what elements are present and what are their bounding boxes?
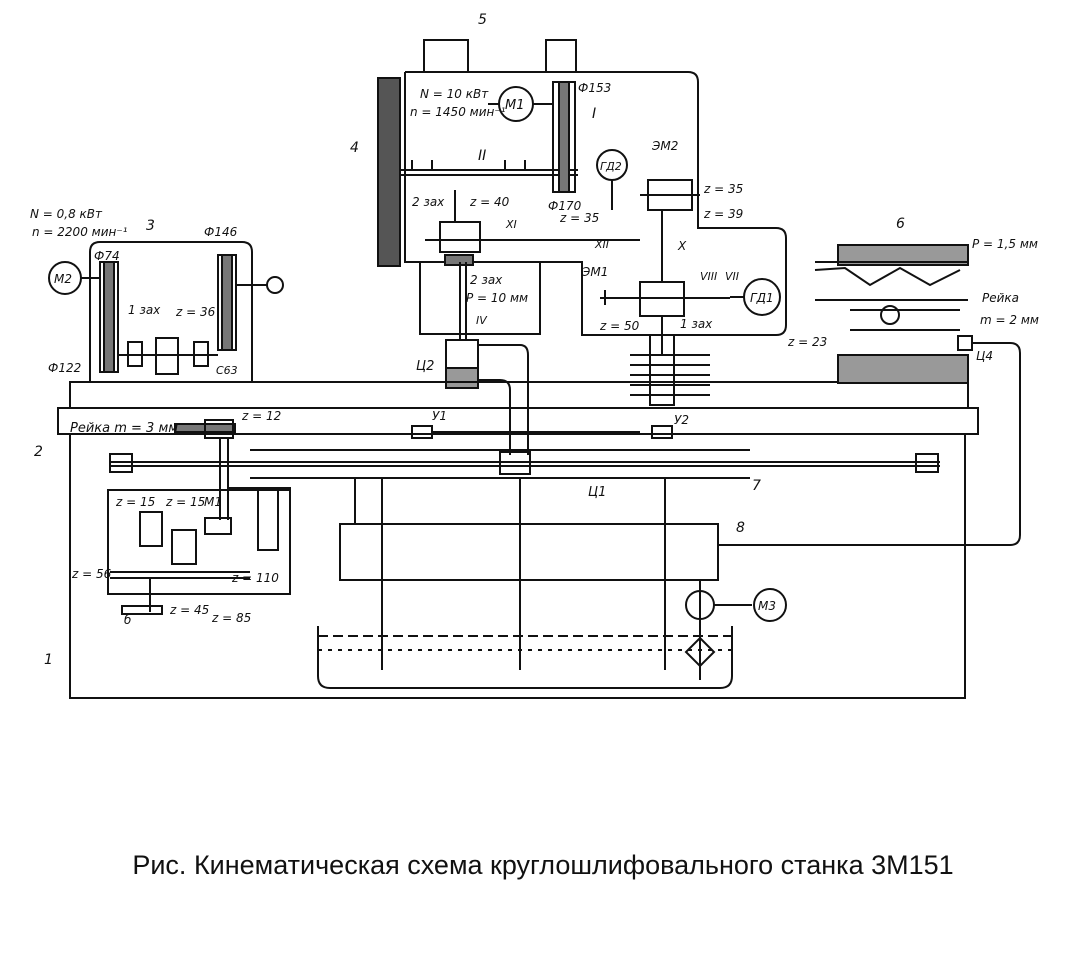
valve-u1 <box>411 425 433 439</box>
shaft-VII: VII <box>725 270 739 283</box>
wheelhead-housing <box>404 39 787 336</box>
label-z12: z = 12 <box>241 409 281 423</box>
wheelhead-feed-gears <box>425 190 640 266</box>
label-z1zah: 1 зах <box>680 317 713 331</box>
table-rack-label: Рейка m = 3 мм <box>70 421 178 436</box>
tailstock <box>718 244 1021 546</box>
label-5: 5 <box>478 12 487 28</box>
shaft-X: X <box>677 239 687 253</box>
label-p10: P = 10 мм <box>466 291 528 305</box>
label-em2: ЭМ2 <box>651 139 678 153</box>
aux-motor-power: N = 0,8 кВт <box>30 207 103 221</box>
pulley-122: Ф122 <box>48 361 81 375</box>
label-c63: C63 <box>216 364 238 377</box>
manual-feed-gearbox <box>107 438 291 615</box>
label-z85: z = 85 <box>211 611 251 625</box>
right-feed-gearbox <box>600 179 781 406</box>
label-z35a: z = 35 <box>703 182 743 196</box>
label-m1-small: М1 <box>204 495 222 509</box>
labels: 1 2 3 4 5 6 7 8 N = 10 кВт n = 1450 мин⁻… <box>30 12 1039 668</box>
pulley-153: Ф153 <box>578 81 611 95</box>
label-m1: М1 <box>505 98 525 113</box>
label-z45: z = 45 <box>169 603 209 617</box>
label-z23: z = 23 <box>787 335 827 349</box>
label-z15b: z = 15 <box>165 495 205 509</box>
label-1: 1 <box>44 652 53 668</box>
label-p15: P = 1,5 мм <box>972 237 1038 251</box>
pulley-belt-main <box>552 81 576 193</box>
shaft-XII: XII <box>594 238 609 251</box>
label-z1zah-left: 1 зах <box>128 303 161 317</box>
pulley-146: Ф146 <box>204 225 238 239</box>
rack-head-label: Рейка <box>982 291 1019 305</box>
label-2: 2 <box>34 444 43 460</box>
shaft-VIII: VIII <box>700 270 717 283</box>
shaft-IV: IV <box>476 314 488 327</box>
hydraulic-unit <box>317 478 787 689</box>
label-gd1: ГД1 <box>750 291 774 305</box>
label-z110: z = 110 <box>231 571 279 585</box>
label-z35b: z = 35 <box>559 211 599 225</box>
aux-motor-speed: n = 2200 мин⁻¹ <box>32 225 128 239</box>
label-u1: У1 <box>432 409 447 423</box>
label-z2zah-b: 2 зах <box>470 273 503 287</box>
shaft-II: II <box>478 148 486 164</box>
figure-caption: Рис. Кинематическая схема круглошлифовал… <box>132 850 954 880</box>
bed <box>57 381 979 699</box>
motor-m3 <box>753 588 787 622</box>
pulley-74: Ф74 <box>94 249 120 263</box>
label-z15a: z = 15 <box>115 495 155 509</box>
label-z50: z = 50 <box>599 319 640 333</box>
motor-main-power: N = 10 кВт <box>420 87 489 101</box>
label-c4: Ц4 <box>976 349 993 363</box>
label-m3: М3 <box>758 599 776 613</box>
label-3: 3 <box>146 218 155 234</box>
valve-u2 <box>651 425 673 439</box>
pulley-170: Ф170 <box>548 199 582 213</box>
label-6: 6 <box>896 216 905 232</box>
label-u2: У2 <box>674 413 689 427</box>
label-em1: ЭМ1 <box>581 265 608 279</box>
label-z2zah: 2 зах <box>412 195 445 209</box>
shaft-XI: XI <box>505 218 517 231</box>
label-4: 4 <box>350 140 359 156</box>
label-8: 8 <box>736 520 745 536</box>
grinding-wheel <box>377 77 401 267</box>
label-z40: z = 40 <box>469 195 510 209</box>
label-b: б <box>124 613 132 627</box>
motor-main-speed: n = 1450 мин⁻¹ <box>410 105 506 119</box>
label-7: 7 <box>752 478 761 494</box>
label-c2: Ц2 <box>416 359 434 374</box>
shaft-I: I <box>592 106 596 122</box>
label-m2: М2 <box>54 272 72 286</box>
label-z39: z = 39 <box>703 207 743 221</box>
label-c1: Ц1 <box>588 485 606 500</box>
spindle-shaft-II <box>400 160 578 176</box>
label-z56: z = 56 <box>71 567 112 581</box>
label-z36: z = 36 <box>175 305 216 319</box>
label-gd2: ГД2 <box>600 160 622 173</box>
label-m2mm: m = 2 мм <box>980 313 1039 327</box>
workhead-housing <box>48 241 284 382</box>
